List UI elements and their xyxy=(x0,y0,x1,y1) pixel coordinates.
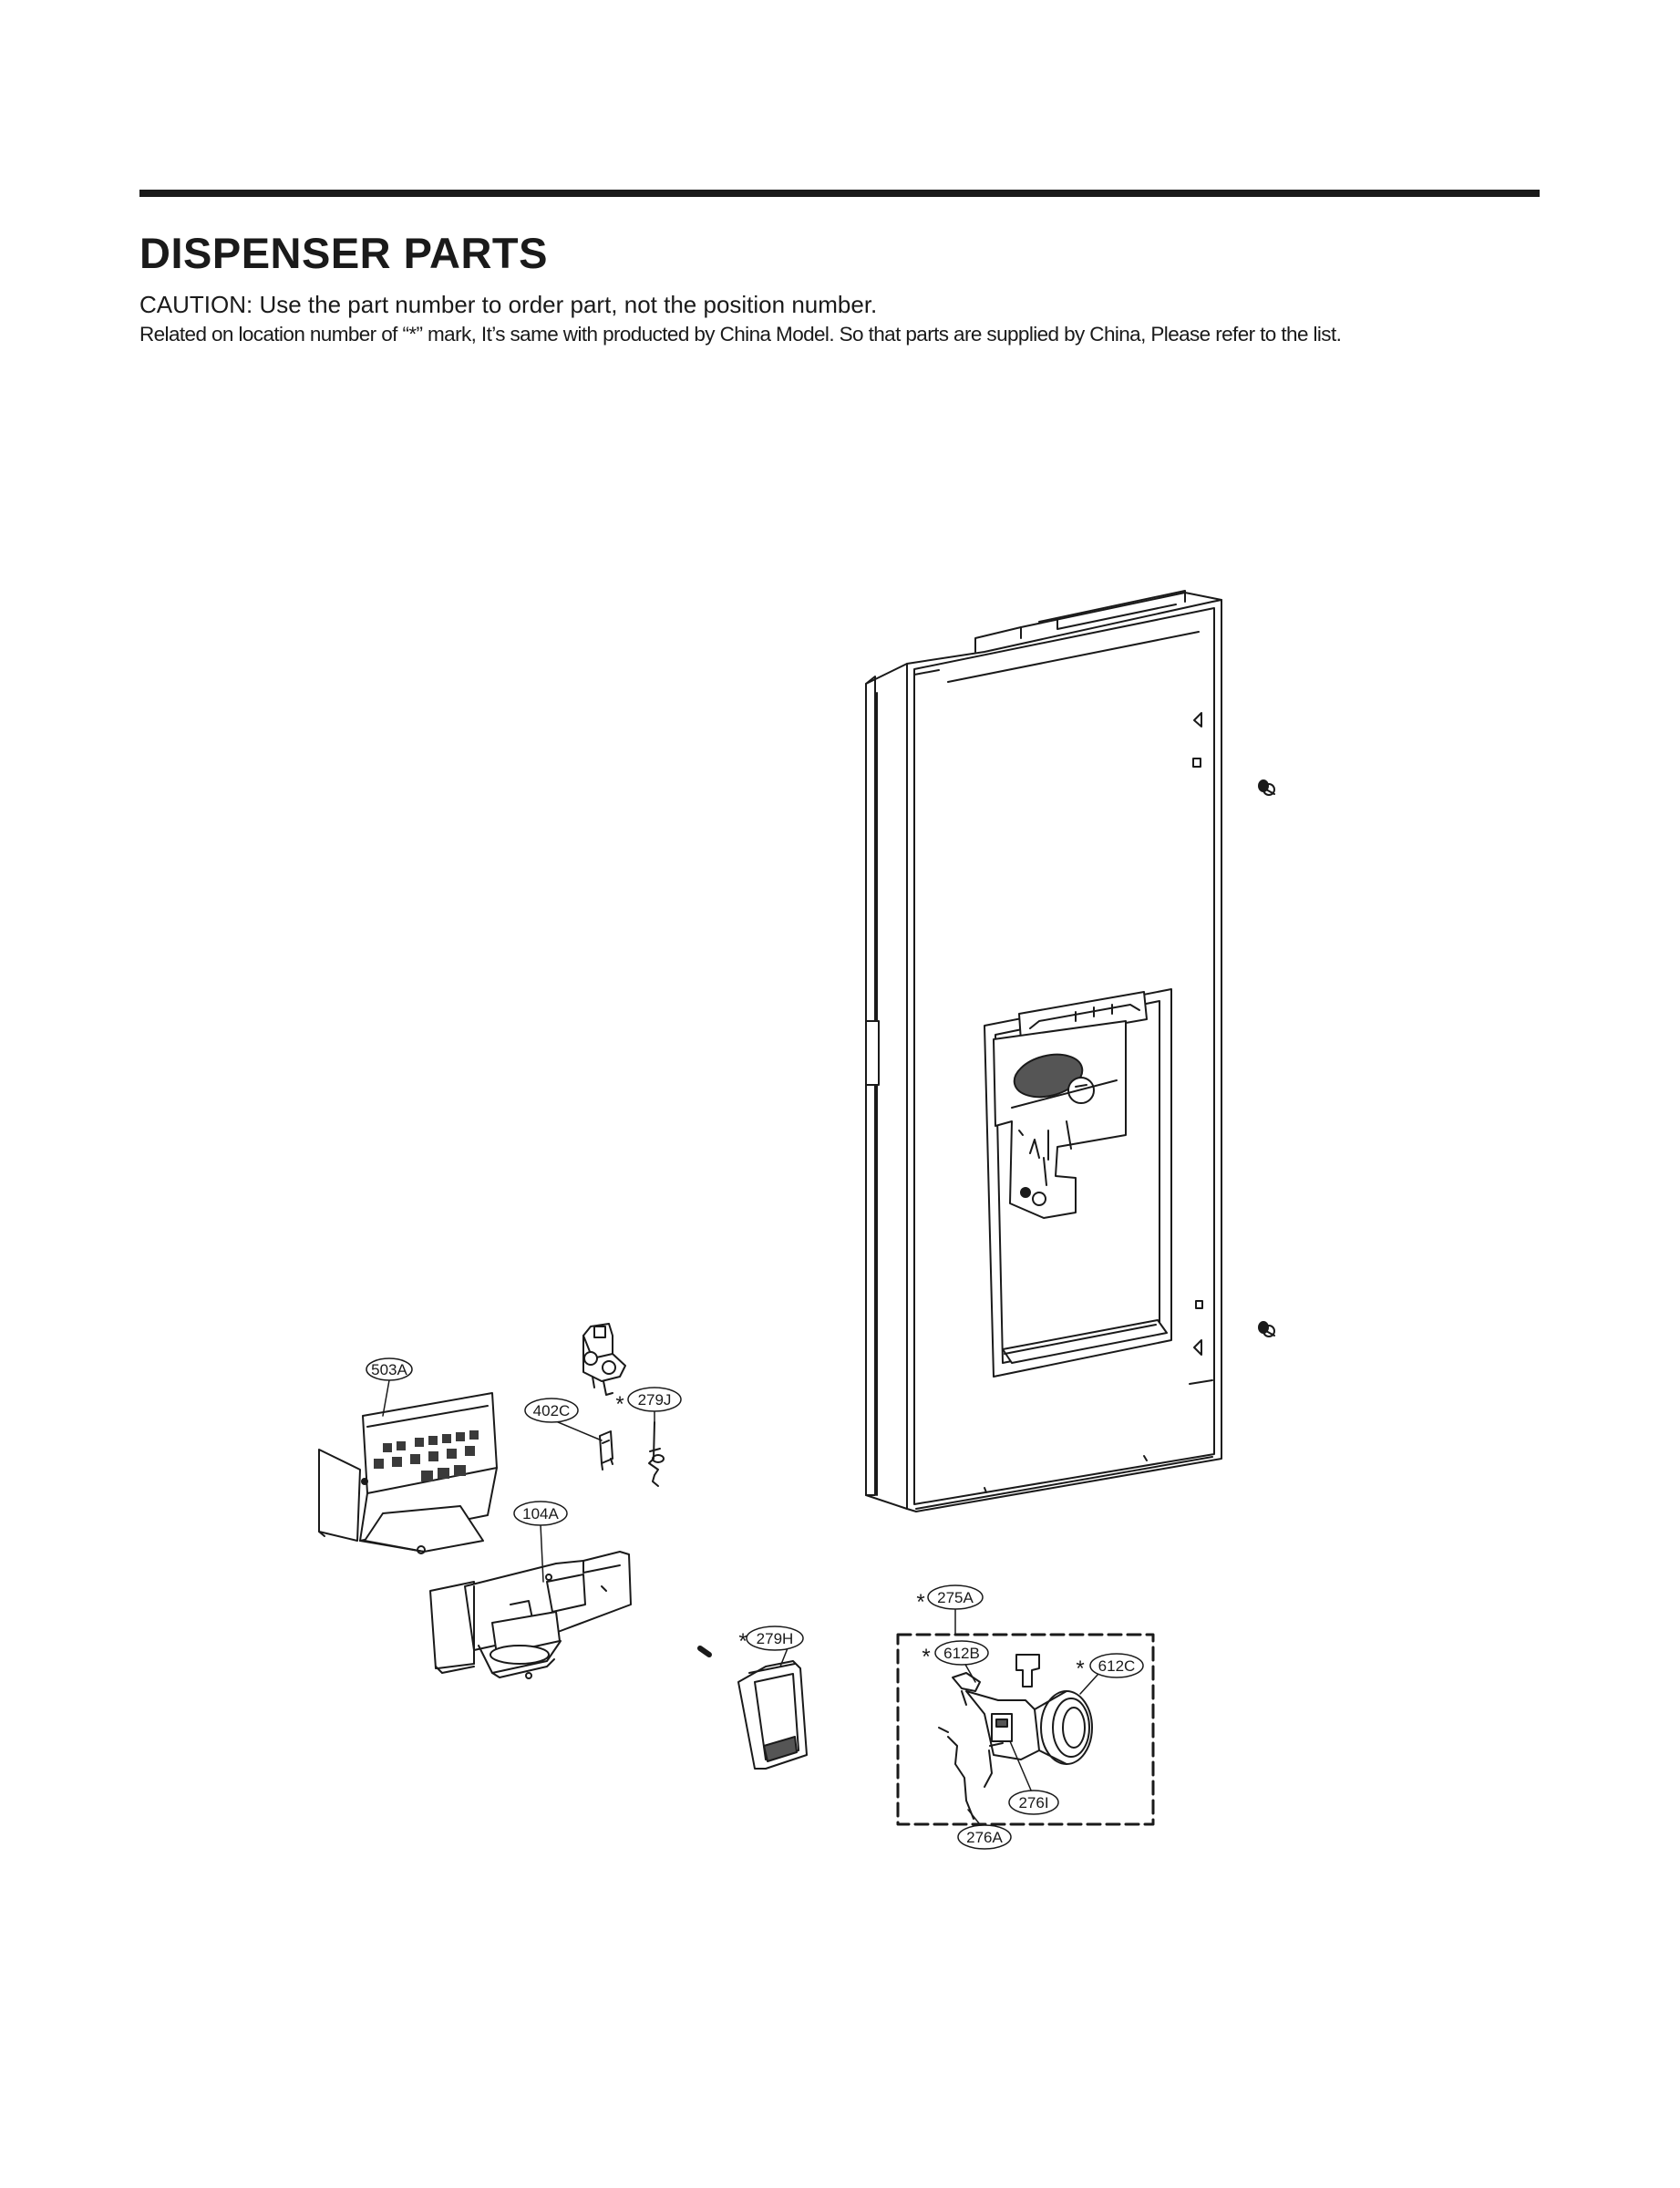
star-mark: * xyxy=(738,1629,747,1654)
page-title: DISPENSER PARTS xyxy=(139,229,548,277)
svg-text:276A: 276A xyxy=(966,1829,1003,1846)
svg-text:612C: 612C xyxy=(1098,1657,1136,1675)
part-402C-switch xyxy=(599,1430,613,1471)
header-rule xyxy=(139,190,1540,197)
star-mark: * xyxy=(916,1590,924,1615)
part-279J-spring xyxy=(648,1421,665,1487)
caution-text: CAUTION: Use the part number to order pa… xyxy=(139,291,878,318)
dispenser-recess xyxy=(984,988,1172,1378)
part-503A-control-panel xyxy=(318,1392,498,1554)
part-104A-housing xyxy=(429,1551,632,1679)
door-assembly xyxy=(865,590,1222,1512)
label-279J: * 279J xyxy=(615,1387,682,1417)
star-mark: * xyxy=(1076,1656,1084,1681)
svg-text:612B: 612B xyxy=(943,1645,980,1662)
china-model-note: Related on location number of “*” mark, … xyxy=(139,323,1342,346)
dispenser-bracket xyxy=(582,1323,626,1396)
label-402C: 402C xyxy=(524,1398,579,1423)
svg-text:279H: 279H xyxy=(757,1630,794,1647)
door-screw-bottom xyxy=(1258,1321,1275,1337)
label-279H: * 279H xyxy=(738,1626,804,1654)
svg-text:276I: 276I xyxy=(1018,1794,1048,1811)
svg-text:503A: 503A xyxy=(371,1361,407,1378)
label-104A: 104A xyxy=(513,1501,568,1526)
svg-text:104A: 104A xyxy=(522,1505,559,1522)
svg-text:279J: 279J xyxy=(638,1391,672,1409)
label-275A: * 275A xyxy=(916,1584,984,1615)
svg-text:402C: 402C xyxy=(533,1402,571,1419)
star-mark: * xyxy=(922,1645,930,1669)
part-275A-motor xyxy=(938,1654,1093,1820)
label-276A: 276A xyxy=(957,1824,1012,1850)
small-pin xyxy=(697,1646,712,1657)
leader-lines xyxy=(382,1379,1099,1829)
svg-text:275A: 275A xyxy=(937,1589,974,1606)
label-612B: * 612B xyxy=(922,1640,989,1669)
star-mark: * xyxy=(615,1392,624,1417)
part-279H-cover xyxy=(737,1660,808,1770)
label-612C: * 612C xyxy=(1076,1653,1144,1681)
label-503A: 503A xyxy=(366,1357,413,1381)
part-275A-assembly-box xyxy=(896,1633,1155,1826)
door-screw-top xyxy=(1258,779,1275,796)
label-276I: 276I xyxy=(1008,1790,1059,1815)
